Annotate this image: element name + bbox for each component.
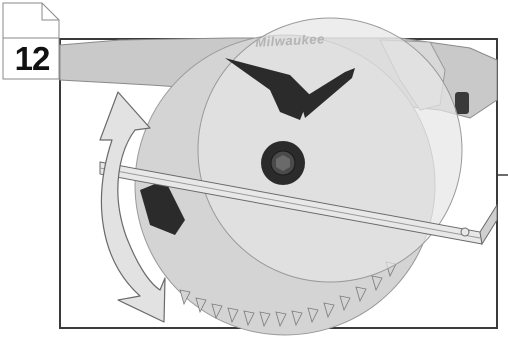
blade-flange bbox=[261, 141, 305, 185]
upper-guard bbox=[198, 18, 462, 282]
figure-number-badge: 12 bbox=[2, 2, 60, 80]
lock-lever bbox=[455, 92, 469, 114]
figure-number: 12 bbox=[6, 40, 58, 78]
